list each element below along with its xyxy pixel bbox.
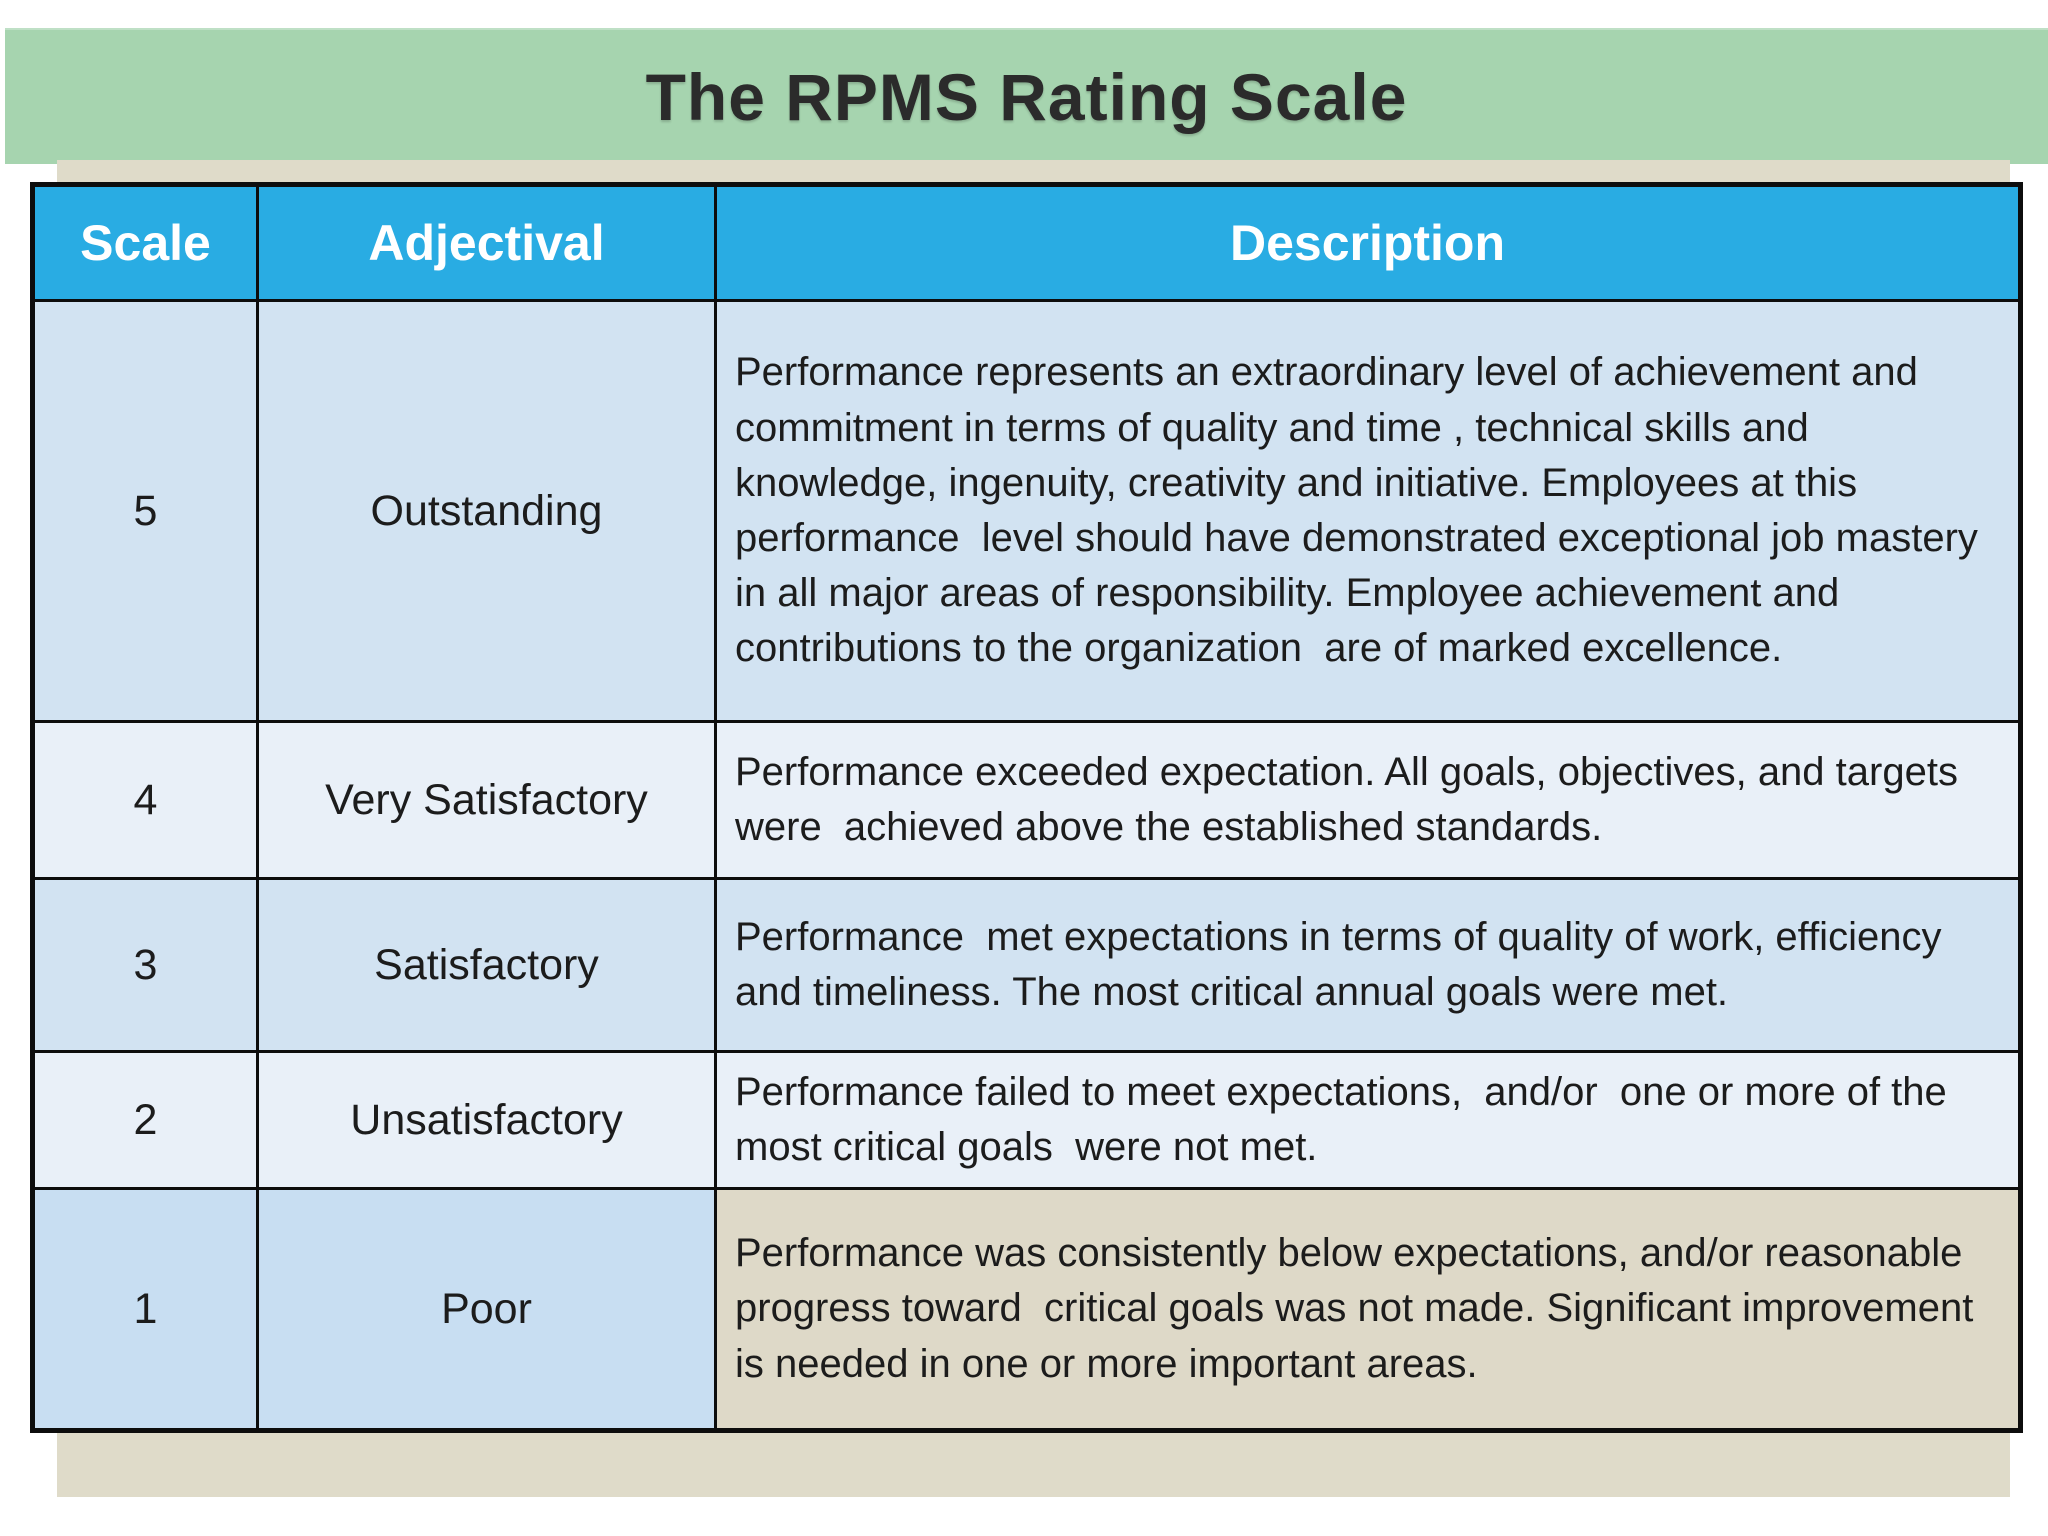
scale-value: 2	[31, 1050, 259, 1190]
adjectival-value: Poor	[256, 1187, 717, 1432]
column-header-description: Description	[714, 183, 2022, 302]
page-title: The RPMS Rating Scale	[645, 60, 1408, 134]
description-value: Performance met expectations in terms of…	[714, 877, 2022, 1053]
adjectival-value: Very Satisfactory	[256, 720, 717, 880]
description-value: Performance was consistently below expec…	[714, 1187, 2022, 1432]
scale-value: 1	[31, 1187, 259, 1432]
adjectival-value: Unsatisfactory	[256, 1050, 717, 1190]
table-row: 4 Very Satisfactory Performance exceeded…	[31, 720, 2022, 880]
description-value: Performance failed to meet expectations,…	[714, 1050, 2022, 1190]
table-row: 1 Poor Performance was consistently belo…	[31, 1187, 2022, 1432]
description-value: Performance represents an extraordinary …	[714, 299, 2022, 723]
scale-value: 4	[31, 720, 259, 880]
description-value: Performance exceeded expectation. All go…	[714, 720, 2022, 880]
scale-value: 5	[31, 299, 259, 723]
column-header-scale: Scale	[31, 183, 259, 302]
rpms-rating-table: Scale Adjectival Description 5 Outstandi…	[30, 182, 2023, 1433]
column-header-adjectival: Adjectival	[256, 183, 717, 302]
scale-value: 3	[31, 877, 259, 1053]
title-band: The RPMS Rating Scale	[5, 28, 2048, 164]
table-row: 5 Outstanding Performance represents an …	[31, 299, 2022, 723]
table-header-row: Scale Adjectival Description	[31, 183, 2022, 302]
table-row: 3 Satisfactory Performance met expectati…	[31, 877, 2022, 1053]
table-row: 2 Unsatisfactory Performance failed to m…	[31, 1050, 2022, 1190]
adjectival-value: Satisfactory	[256, 877, 717, 1053]
adjectival-value: Outstanding	[256, 299, 717, 723]
